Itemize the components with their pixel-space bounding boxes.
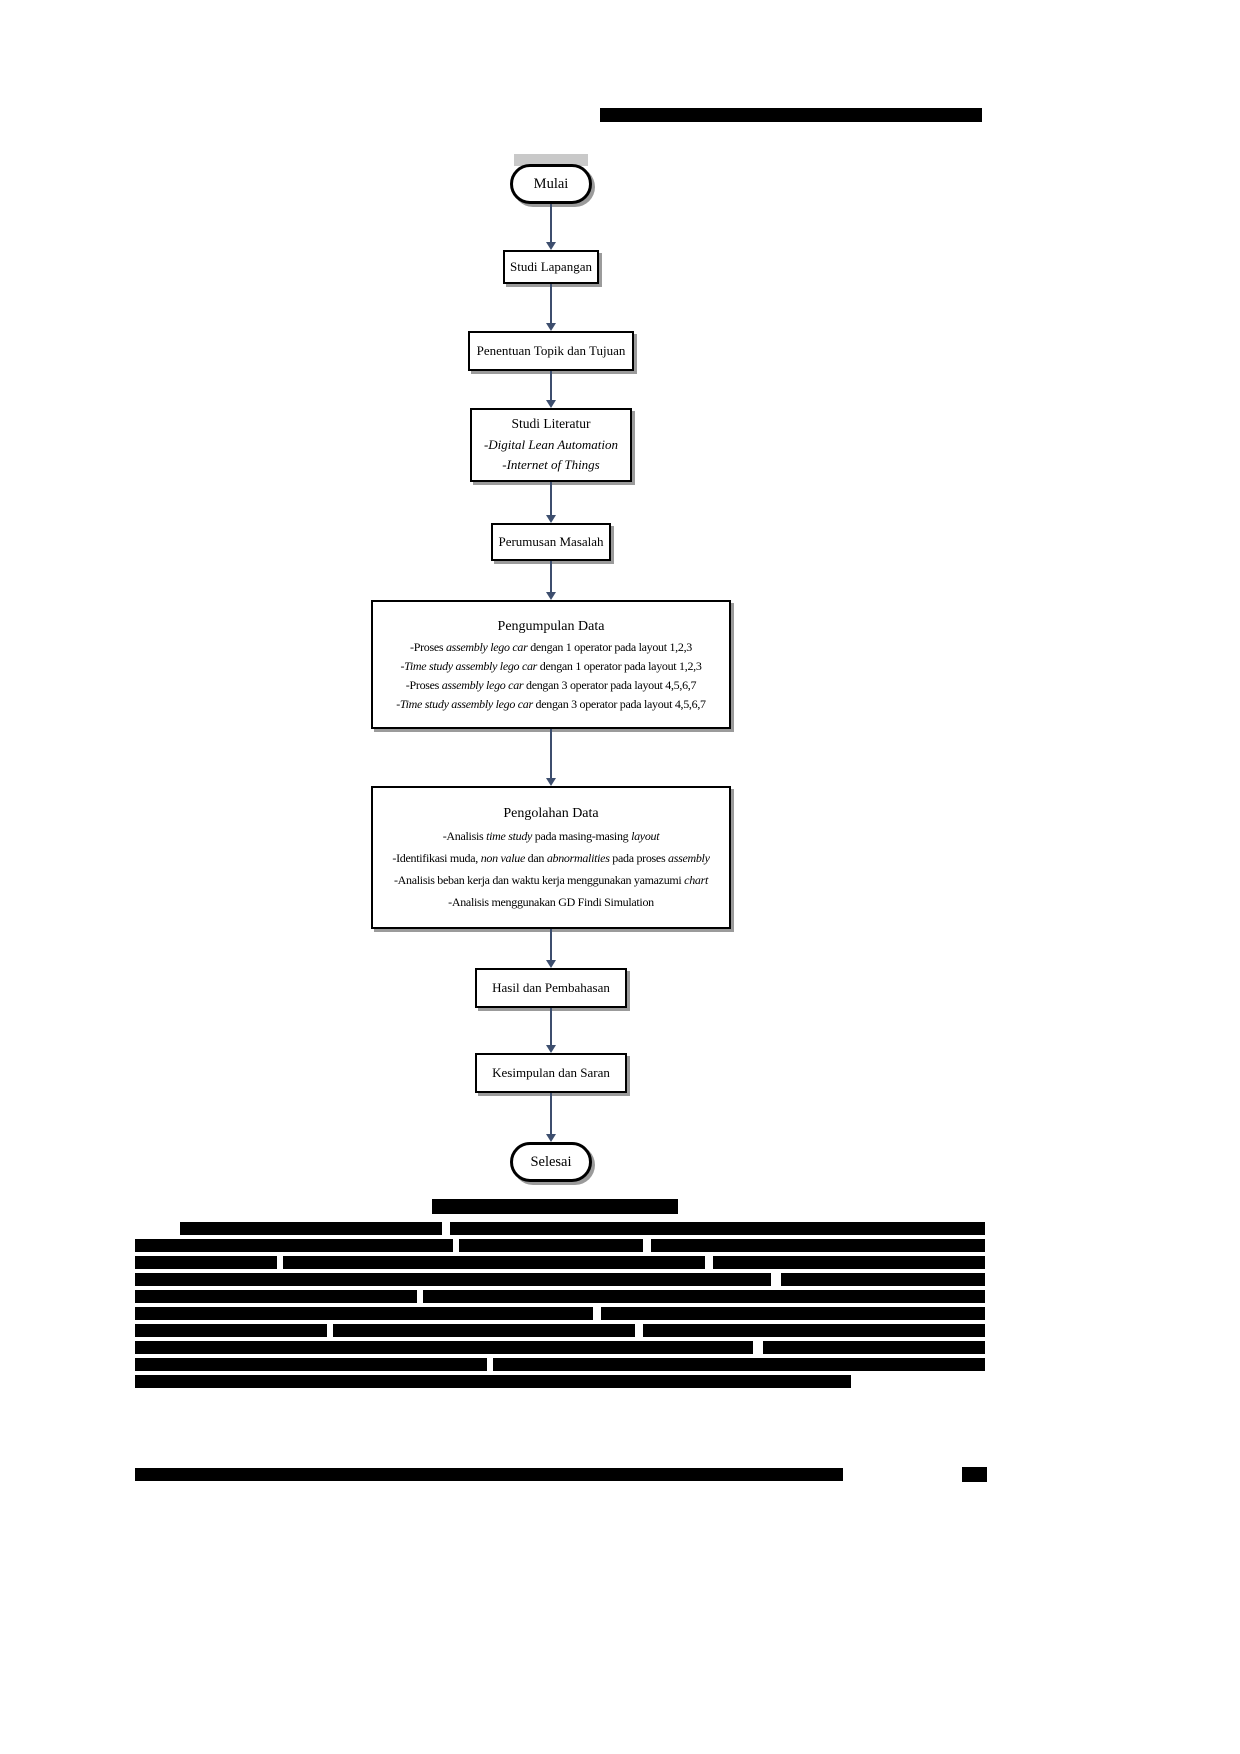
redaction-segment bbox=[651, 1239, 985, 1252]
redaction-segment bbox=[763, 1341, 985, 1354]
redaction-segment bbox=[283, 1256, 705, 1269]
flow-arrow bbox=[546, 729, 556, 786]
flow-node-studi-lapangan: Studi Lapangan bbox=[503, 250, 599, 284]
node-line: -Time study assembly lego car dengan 1 o… bbox=[400, 658, 702, 673]
flow-arrow bbox=[546, 1093, 556, 1142]
node-title: Pengolahan Data bbox=[503, 805, 599, 821]
redacted-line bbox=[135, 1239, 985, 1252]
arrow-shaft bbox=[550, 561, 552, 593]
redaction-segment bbox=[135, 1324, 327, 1337]
arrow-shaft bbox=[550, 371, 552, 401]
redacted-line bbox=[135, 1256, 985, 1269]
arrow-shaft bbox=[550, 482, 552, 516]
redaction-segment bbox=[423, 1290, 985, 1303]
redaction-segment bbox=[135, 1290, 417, 1303]
redacted-footer bbox=[135, 1468, 843, 1481]
redacted-line bbox=[135, 1222, 985, 1235]
flow-arrow bbox=[546, 561, 556, 600]
node-label: Perumusan Masalah bbox=[498, 534, 604, 549]
flow-arrow bbox=[546, 482, 556, 523]
redaction-segment bbox=[713, 1256, 985, 1269]
arrow-shaft bbox=[550, 284, 552, 324]
node-title: Studi Literatur bbox=[511, 416, 591, 432]
flow-node-start: Mulai bbox=[510, 164, 592, 204]
redacted-page-number bbox=[962, 1467, 987, 1482]
node-line: -Proses assembly lego car dengan 1 opera… bbox=[410, 639, 692, 654]
redacted-paragraph bbox=[135, 1222, 985, 1392]
arrow-shaft bbox=[550, 729, 552, 779]
flow-node-hasil-pembahasan: Hasil dan Pembahasan bbox=[475, 968, 627, 1008]
redaction-segment bbox=[643, 1324, 985, 1337]
node-line: -Analisis time study pada masing-masing … bbox=[442, 828, 660, 843]
flow-node-kesimpulan-saran: Kesimpulan dan Saran bbox=[475, 1053, 627, 1093]
node-title: Pengumpulan Data bbox=[497, 618, 605, 634]
flow-arrow bbox=[546, 204, 556, 250]
node-line: -Internet of Things bbox=[502, 457, 600, 473]
arrow-shaft bbox=[550, 929, 552, 961]
redaction-segment bbox=[135, 1273, 771, 1286]
redaction-segment bbox=[493, 1358, 985, 1371]
flow-node-end: Selesai bbox=[510, 1142, 592, 1182]
flow-arrow bbox=[546, 284, 556, 331]
redaction-segment bbox=[333, 1324, 635, 1337]
flow-arrow bbox=[546, 371, 556, 408]
redacted-header bbox=[600, 108, 982, 122]
redacted-line bbox=[135, 1341, 985, 1354]
redacted-line bbox=[135, 1324, 985, 1337]
flow-node-studi-literatur: Studi Literatur -Digital Lean Automation… bbox=[470, 408, 632, 482]
redacted-line bbox=[135, 1375, 985, 1388]
node-line: -Time study assembly lego car dengan 3 o… bbox=[396, 696, 706, 711]
redaction-segment bbox=[135, 1256, 277, 1269]
arrow-shaft bbox=[550, 1008, 552, 1046]
node-label: Hasil dan Pembahasan bbox=[492, 980, 610, 995]
redacted-line bbox=[135, 1273, 985, 1286]
redaction-segment bbox=[135, 1307, 593, 1320]
redaction-segment bbox=[135, 1341, 753, 1354]
node-line: -Identifikasi muda, non value dan abnorm… bbox=[392, 850, 710, 865]
node-line: -Analisis beban kerja dan waktu kerja me… bbox=[393, 872, 709, 887]
node-label: Mulai bbox=[533, 175, 569, 192]
redaction-segment bbox=[601, 1307, 985, 1320]
redaction-segment bbox=[135, 1239, 453, 1252]
node-line: -Proses assembly lego car dengan 3 opera… bbox=[405, 677, 697, 692]
flow-node-pengumpulan-data: Pengumpulan Data -Proses assembly lego c… bbox=[371, 600, 731, 729]
flow-arrow bbox=[546, 1008, 556, 1053]
redacted-figure-caption bbox=[432, 1199, 678, 1214]
node-label: Selesai bbox=[530, 1153, 572, 1170]
node-line: -Digital Lean Automation bbox=[483, 437, 619, 453]
node-line: -Analisis menggunakan GD Findi Simulatio… bbox=[448, 894, 654, 909]
node-label: Studi Lapangan bbox=[510, 259, 592, 274]
node-label: Kesimpulan dan Saran bbox=[492, 1065, 610, 1080]
redaction-segment bbox=[135, 1358, 487, 1371]
redacted-line bbox=[135, 1290, 985, 1303]
redaction-segment bbox=[180, 1222, 442, 1235]
flow-node-pengolahan-data: Pengolahan Data -Analisis time study pad… bbox=[371, 786, 731, 929]
redaction-segment bbox=[781, 1273, 985, 1286]
redacted-line bbox=[135, 1358, 985, 1371]
redacted-line bbox=[135, 1307, 985, 1320]
arrow-shaft bbox=[550, 204, 552, 243]
redaction-segment bbox=[450, 1222, 985, 1235]
flow-node-penentuan-topik: Penentuan Topik dan Tujuan bbox=[468, 331, 634, 371]
node-label: Penentuan Topik dan Tujuan bbox=[476, 343, 626, 358]
flow-arrow bbox=[546, 929, 556, 968]
arrow-shaft bbox=[550, 1093, 552, 1135]
scan-artifact bbox=[514, 154, 588, 166]
flow-node-perumusan-masalah: Perumusan Masalah bbox=[491, 523, 611, 561]
redaction-segment bbox=[135, 1375, 851, 1388]
redaction-segment bbox=[459, 1239, 643, 1252]
